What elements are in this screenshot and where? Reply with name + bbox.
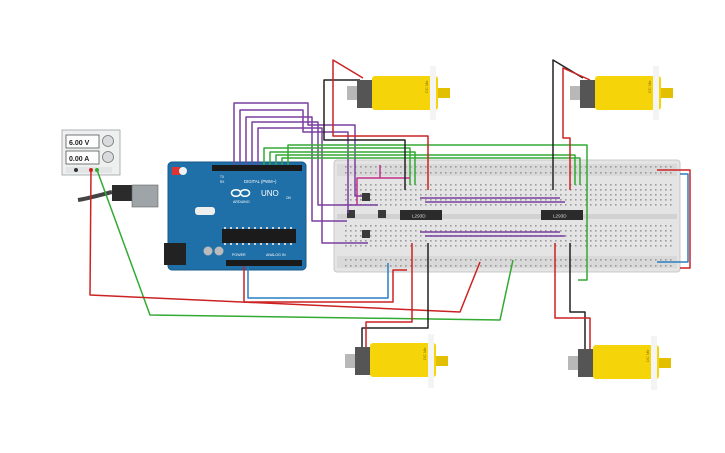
power-label: POWER — [232, 253, 246, 257]
wire-motor2-red[interactable] — [562, 67, 591, 190]
reset-button[interactable] — [172, 167, 180, 175]
voltage-display — [65, 134, 100, 149]
motor-4-label: DC Mtr — [645, 349, 650, 362]
wire-purple-4[interactable] — [251, 121, 378, 206]
push-button-3[interactable] — [378, 210, 386, 218]
wire-green-supply[interactable] — [96, 169, 514, 321]
crystal — [195, 207, 215, 215]
wire-motor1-black[interactable] — [323, 79, 406, 190]
on-label: ON — [286, 196, 291, 200]
wire-purple-3[interactable] — [245, 116, 347, 222]
tx-label: TX — [220, 175, 225, 179]
usb-cable — [77, 184, 159, 208]
chip-2-label: L293D — [553, 214, 567, 219]
top-power-rail[interactable] — [337, 164, 677, 176]
chip-1-label: L293D — [412, 214, 426, 219]
wire-red-rail[interactable] — [657, 169, 691, 269]
terminal-black[interactable] — [74, 168, 78, 172]
wire-magenta-1[interactable] — [356, 177, 410, 205]
wire-motor4-black[interactable] — [569, 243, 586, 350]
wire-green-1[interactable] — [263, 147, 411, 185]
wire-motor4-red[interactable] — [554, 243, 591, 352]
power-jack — [164, 243, 186, 265]
motor-3[interactable]: DC Mtr — [345, 334, 448, 388]
push-buttons[interactable] — [347, 193, 386, 238]
current-display — [65, 150, 100, 165]
rx-label: RX — [220, 180, 225, 184]
voltage-knob[interactable] — [102, 135, 114, 147]
wire-red-supply[interactable] — [89, 169, 481, 313]
wire-motor1-red[interactable] — [332, 59, 429, 190]
wires[interactable] — [89, 59, 691, 352]
bottom-power-rail[interactable] — [337, 256, 677, 268]
current-knob[interactable] — [102, 151, 114, 163]
motor-1[interactable]: DC Mtr — [347, 66, 450, 120]
breadboard-holes[interactable] — [345, 166, 672, 267]
digital-header[interactable] — [212, 165, 302, 171]
power-supply[interactable]: 6.00 V 0.00 A — [61, 129, 121, 176]
motor-4[interactable]: DC Mtr — [568, 336, 671, 390]
wire-purple-1[interactable] — [233, 102, 362, 197]
wire-purple-5[interactable] — [257, 127, 368, 244]
push-button-4[interactable] — [362, 230, 370, 238]
motor-1-label: DC Mtr — [424, 80, 429, 93]
atmega-chip — [222, 229, 296, 243]
breadboard[interactable] — [333, 159, 681, 273]
uno-logo: UNO — [261, 189, 279, 198]
analog-label: ANALOG IN — [266, 253, 286, 257]
wire-green-3[interactable] — [275, 154, 576, 185]
center-channel — [337, 214, 677, 219]
push-button-1[interactable] — [362, 193, 370, 201]
current-readout: 0.00 A — [69, 156, 89, 163]
motor-driver-chip-2[interactable]: L293D — [541, 210, 583, 220]
wire-green-5[interactable] — [287, 144, 588, 281]
analog-power-header[interactable] — [226, 260, 302, 266]
arduino-brand: ARDUINO — [233, 200, 250, 204]
voltage-readout: 6.00 V — [69, 140, 90, 147]
push-button-2[interactable] — [347, 210, 355, 218]
wire-green-2[interactable] — [269, 151, 416, 185]
wire-green-4[interactable] — [281, 157, 581, 185]
motor-driver-chip-1[interactable]: L293D — [400, 210, 442, 220]
wire-motor3-black[interactable] — [361, 243, 429, 348]
wire-blue-1[interactable] — [247, 263, 389, 299]
arduino-uno[interactable]: DIGITAL (PWM~) TX RX ON UNO ARDUINO POWE… — [164, 161, 307, 271]
motor-2-label: DC Mtr — [647, 80, 652, 93]
motor-2[interactable]: DC Mtr — [570, 66, 673, 120]
digital-label: DIGITAL (PWM~) — [244, 179, 277, 184]
wire-motor3-red[interactable] — [365, 243, 413, 350]
wire-red-arduino[interactable] — [243, 266, 407, 303]
wire-blue-2[interactable] — [657, 173, 689, 263]
motor-3-label: DC Mtr — [422, 347, 427, 360]
